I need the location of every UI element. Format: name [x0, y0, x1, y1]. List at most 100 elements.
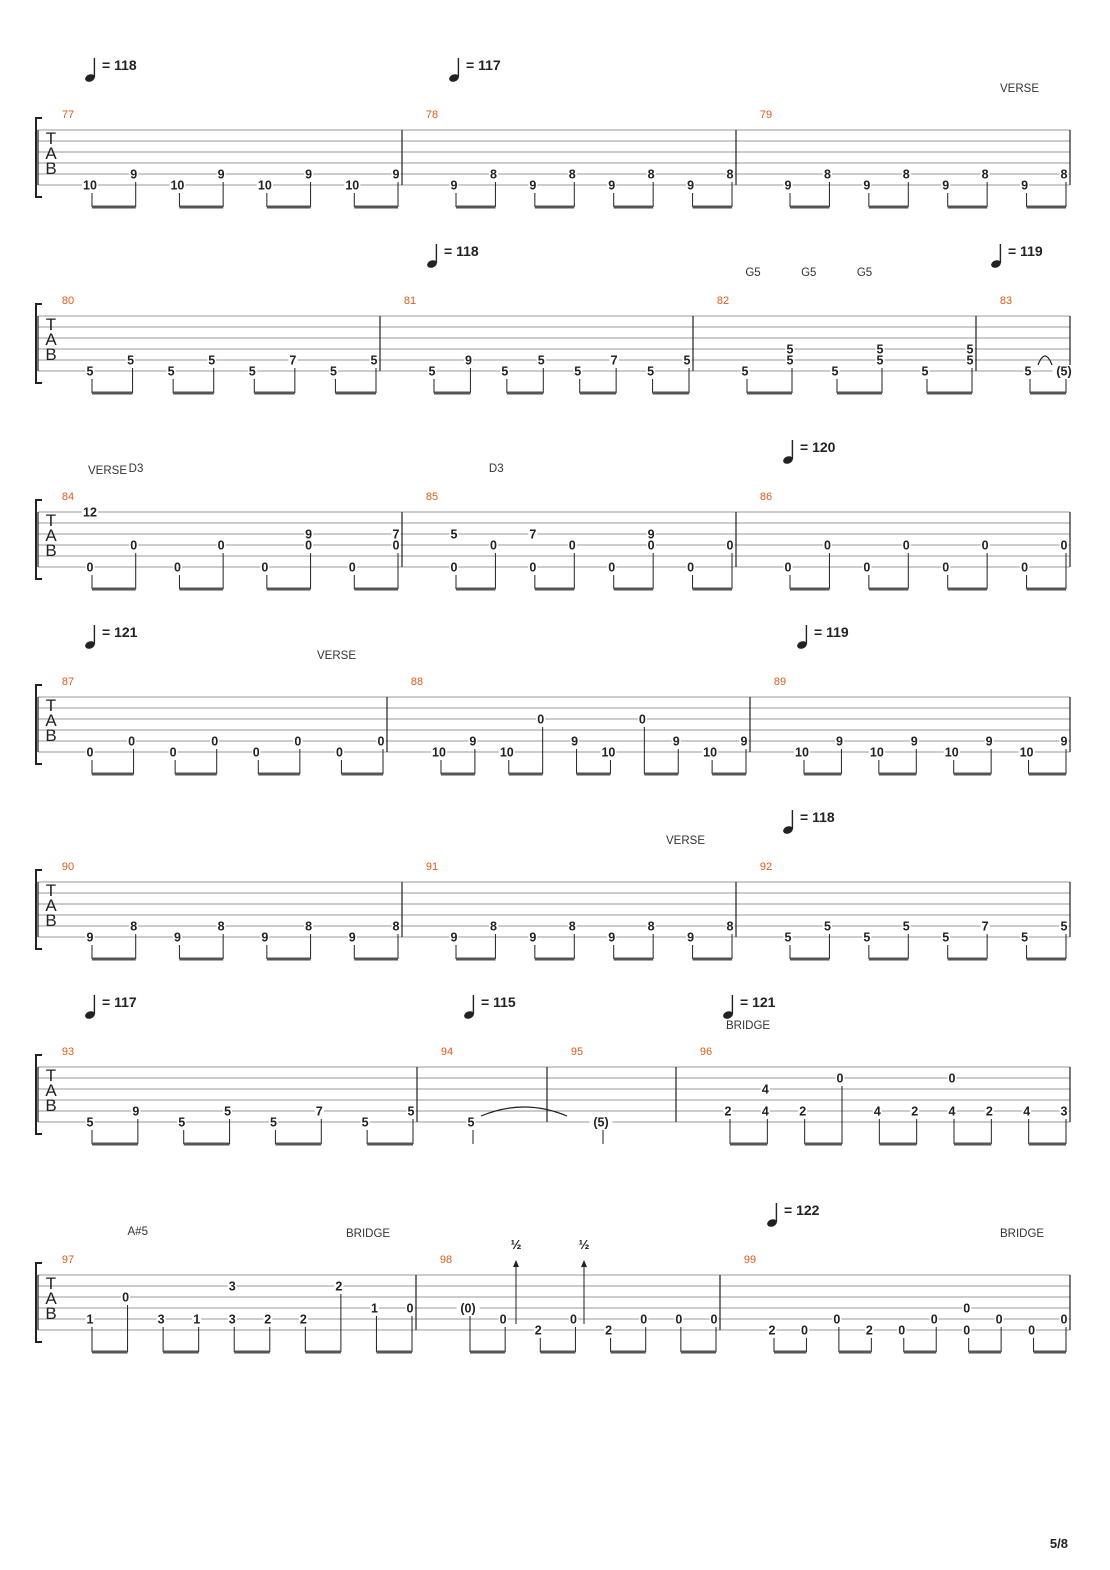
page-number: 5/8	[1049, 1536, 1068, 1551]
fret-number: 5	[787, 343, 794, 357]
fret-number: 0	[349, 561, 356, 575]
fret-number: 0	[1021, 561, 1028, 575]
tempo-value: = 117	[102, 994, 137, 1010]
fret-number: 0	[170, 746, 177, 760]
chord-name: D3	[489, 463, 504, 475]
fret-number: 0	[211, 735, 218, 749]
fret-number: 0	[942, 561, 949, 575]
fret-number: 5	[967, 354, 974, 368]
fret-number: 0	[801, 1324, 808, 1338]
measure-number: 84	[62, 491, 74, 503]
chord-name: G5	[857, 267, 872, 279]
fret-number: 8	[393, 920, 400, 934]
tab-clef-letter: T	[46, 881, 56, 900]
chord-name: A#5	[128, 1226, 148, 1238]
fret-number: 5	[451, 528, 458, 542]
fret-number: 9	[986, 735, 993, 749]
tab-clef-letter: A	[45, 330, 57, 349]
fret-number: 5	[408, 1105, 415, 1119]
fret-number: 10	[945, 746, 959, 760]
fret-number: 5	[877, 354, 884, 368]
tempo-marking: = 118	[783, 809, 835, 834]
fret-number: 7	[529, 528, 536, 542]
fret-number: 3	[158, 1313, 165, 1327]
fret-number: 8	[648, 920, 655, 934]
fret-number: 0	[996, 1313, 1003, 1327]
measure-number: 90	[62, 861, 74, 873]
fret-number: 5	[832, 365, 839, 379]
fret-number: 8	[727, 920, 734, 934]
fret-number: 10	[795, 746, 809, 760]
fret-number: 0	[122, 1291, 129, 1305]
fret-number: 5	[249, 365, 256, 379]
fret-number: 8	[1061, 168, 1068, 182]
tempo-value: = 119	[1008, 243, 1043, 259]
fret-number: 0	[785, 561, 792, 575]
fret-number: 8	[218, 920, 225, 934]
fret-number: (0)	[460, 1302, 475, 1316]
fret-number: 2	[725, 1105, 732, 1119]
tempo-marking: = 119	[797, 624, 849, 649]
tempo-value: = 115	[481, 994, 516, 1010]
fret-number: 0	[608, 561, 615, 575]
fret-number: 10	[432, 746, 446, 760]
fret-number: 0	[393, 539, 400, 553]
fret-number: 3	[1061, 1105, 1068, 1119]
fret-number: 0	[570, 1313, 577, 1327]
tempo-marking: = 119	[991, 243, 1043, 268]
fret-number: 9	[465, 354, 472, 368]
fret-number: 9	[863, 179, 870, 193]
fret-number: 8	[824, 168, 831, 182]
fret-number: 9	[174, 931, 181, 945]
fret-number: 9	[836, 735, 843, 749]
measure-number: 92	[760, 861, 772, 873]
fret-number: 5	[647, 365, 654, 379]
fret-number: 0	[903, 539, 910, 553]
tab-clef-letter: T	[46, 129, 56, 148]
section-label: VERSE	[666, 835, 705, 847]
fret-number: 10	[1020, 746, 1034, 760]
fret-number: 7	[611, 354, 618, 368]
system-bracket	[35, 499, 42, 580]
fret-number: 0	[824, 539, 831, 553]
tempo-marking: = 118	[85, 57, 137, 82]
fret-number: 0	[569, 539, 576, 553]
tab-clef-letter: A	[45, 526, 57, 545]
fret-number: 5	[877, 343, 884, 357]
measure-number: 93	[62, 1046, 74, 1058]
section-label: BRIDGE	[726, 1020, 770, 1032]
fret-number: 0	[1061, 539, 1068, 553]
fret-number: 9	[608, 179, 615, 193]
fret-number: 0	[982, 539, 989, 553]
tie	[1037, 355, 1053, 366]
fret-number: 0	[711, 1313, 718, 1327]
system-bracket	[35, 869, 42, 950]
section-label: BRIDGE	[346, 1228, 390, 1240]
measure-number: 98	[440, 1254, 452, 1266]
fret-number: 5	[574, 365, 581, 379]
tempo-value: = 122	[784, 1202, 820, 1218]
fret-number: 5	[330, 365, 337, 379]
system-bracket	[35, 303, 42, 384]
fret-number: 9	[218, 168, 225, 182]
fret-number: 0	[130, 539, 137, 553]
tab-clef-letter: T	[46, 1274, 56, 1293]
fret-number: 4	[949, 1105, 956, 1119]
fret-number: 3	[229, 1313, 236, 1327]
tempo-marking: = 117	[85, 994, 137, 1019]
fret-number: 0	[253, 746, 260, 760]
fret-number: 2	[335, 1280, 342, 1294]
fret-number: 5	[501, 365, 508, 379]
chord-name: G5	[745, 267, 760, 279]
fret-number: 7	[289, 354, 296, 368]
tempo-marking: = 118	[427, 243, 479, 268]
fret-number: 4	[1023, 1105, 1030, 1119]
measure-number: 80	[62, 295, 74, 307]
fret-number: 5	[967, 343, 974, 357]
fret-number: 5	[742, 365, 749, 379]
measure-number: 94	[441, 1046, 453, 1058]
fret-number: 5	[224, 1105, 231, 1119]
